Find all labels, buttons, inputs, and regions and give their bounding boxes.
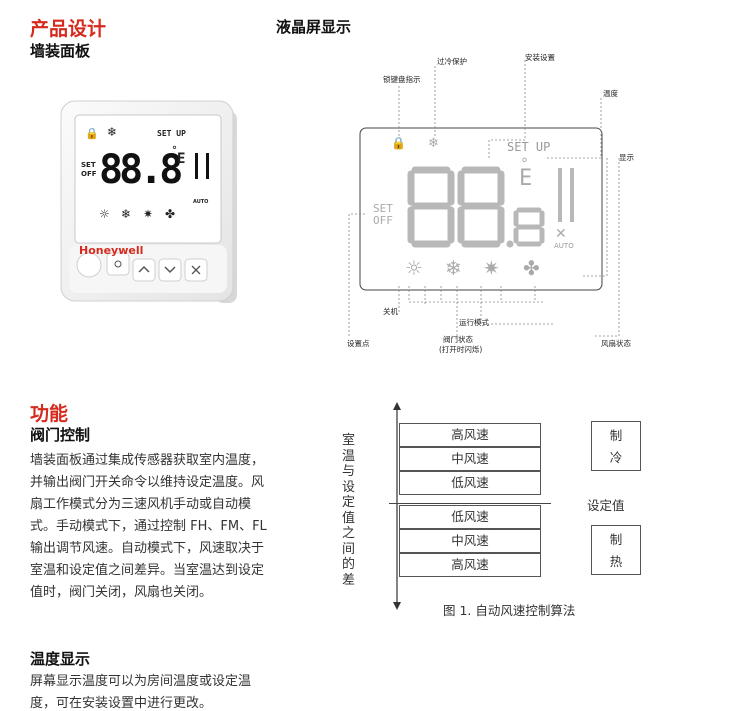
device-fan-bars <box>195 153 209 179</box>
lcd-off-text: OFF <box>373 214 393 227</box>
device-e-char: E <box>177 151 186 167</box>
lcd-frost-icon: ❄ <box>428 136 439 151</box>
lcd-auto-text: AUTO <box>554 242 574 250</box>
thermostat-device-image: 🔒 ❄ SET UP SET OFF 88.8 E ° AUTO ☼ ❄ ✷ ✤… <box>55 95 245 315</box>
cooling-box: 制冷 <box>591 421 641 471</box>
setpoint-label: 设定值 <box>587 498 625 513</box>
lcd-label-lock: 锁键盘指示 <box>383 75 421 84</box>
fan-speed-diagram: 室温与设定值之间的差 高风速 中风速 低风速 低风速 中风速 高风速 制冷 设定… <box>335 395 665 625</box>
cool-speed-mid: 中风速 <box>399 447 541 471</box>
lcd-fan-mode-icon: ✤ <box>523 256 540 280</box>
heat-speed-low: 低风速 <box>399 505 541 529</box>
lcd-label-setpoint: 设置点 <box>347 339 370 348</box>
lower-speed-stack: 低风速 中风速 高风速 <box>399 505 541 577</box>
heat-speed-high: 高风速 <box>399 553 541 577</box>
device-fan-icon: ✤ <box>165 207 176 221</box>
diagram-axis-label: 室温与设定值之间的差 <box>342 433 356 588</box>
upper-speed-stack: 高风速 中风速 低风速 <box>399 423 541 495</box>
temp-display-title: 温度显示 <box>30 650 91 668</box>
lcd-label-valve-state: 阀门状态 <box>443 335 473 344</box>
lcd-setup-text: SET UP <box>507 140 551 154</box>
device-digits: 88.8 <box>99 147 183 193</box>
device-sun-icon: ☼ <box>99 207 110 221</box>
lcd-display-title: 液晶屏显示 <box>276 18 352 36</box>
lcd-label-temperature: 温度 <box>603 89 618 98</box>
heat-speed-mid: 中风速 <box>399 529 541 553</box>
lcd-cool-mode-icon: ❄ <box>445 256 462 280</box>
diagram-caption: 图 1. 自动风速控制算法 <box>443 603 576 618</box>
device-setup-text: SET UP <box>157 129 186 138</box>
lcd-label-valve-note: (打开时闪烁) <box>439 345 483 354</box>
device-brand-logo: Honeywell <box>79 244 144 257</box>
device-auto-mode-icon: ✷ <box>143 207 154 221</box>
thermostat-device-svg <box>60 100 237 303</box>
device-degree-char: ° <box>172 145 177 156</box>
lcd-big-digits <box>407 164 547 252</box>
lcd-heat-mode-icon: ☼ <box>405 256 423 280</box>
lcd-diagram: 锁键盘指示 过冷保护 安装设置 温度 显示 关机 运行模式 阀门状态 (打开时闪… <box>335 40 650 360</box>
temp-display-text: 屏幕显示温度可以为房间温度或设定温度，可在安装设置中进行更改。 <box>30 674 252 711</box>
valve-control-text: 墙装面板通过集成传感器获取室内温度，并输出阀门开关命令以维持设定温度。风扇工作模… <box>30 453 267 600</box>
valve-control-title: 阀门控制 <box>30 426 91 444</box>
lcd-label-poweroff: 关机 <box>383 307 398 316</box>
heating-box: 制热 <box>591 525 641 575</box>
lcd-digit-segments <box>407 166 545 248</box>
device-off-text: OFF <box>81 170 97 178</box>
device-snow-icon: ❄ <box>121 207 132 221</box>
lcd-lock-icon: 🔒 <box>391 136 406 150</box>
lcd-label-run-mode: 运行模式 <box>459 318 489 327</box>
device-auto-text: AUTO <box>193 199 209 205</box>
wall-panel-subtitle: 墙装面板 <box>30 42 91 60</box>
lcd-fan-x-icon: ✕ <box>555 226 567 242</box>
functions-title: 功能 <box>30 403 69 425</box>
lcd-label-fan-state: 风扇状态 <box>601 339 631 348</box>
product-design-title: 产品设计 <box>30 18 107 40</box>
lcd-label-display: 显示 <box>619 153 634 162</box>
device-snowflake-icon: ❄ <box>107 125 118 139</box>
device-lock-icon: 🔒 <box>85 127 99 140</box>
lcd-set-text: SET <box>373 202 393 215</box>
device-set-text: SET <box>81 161 96 169</box>
diagram-axis-arrow <box>393 402 401 610</box>
lcd-e-char: E <box>519 166 533 191</box>
setpoint-line <box>389 503 551 504</box>
lcd-label-setup: 安装设置 <box>525 53 555 62</box>
cool-speed-high: 高风速 <box>399 423 541 447</box>
lcd-auto-mode-icon: ✷ <box>483 256 500 280</box>
lcd-degree-char: ° <box>521 156 528 172</box>
lcd-fan-speed-bars <box>558 168 574 222</box>
cool-speed-low: 低风速 <box>399 471 541 495</box>
lcd-label-frost: 过冷保护 <box>437 57 467 66</box>
